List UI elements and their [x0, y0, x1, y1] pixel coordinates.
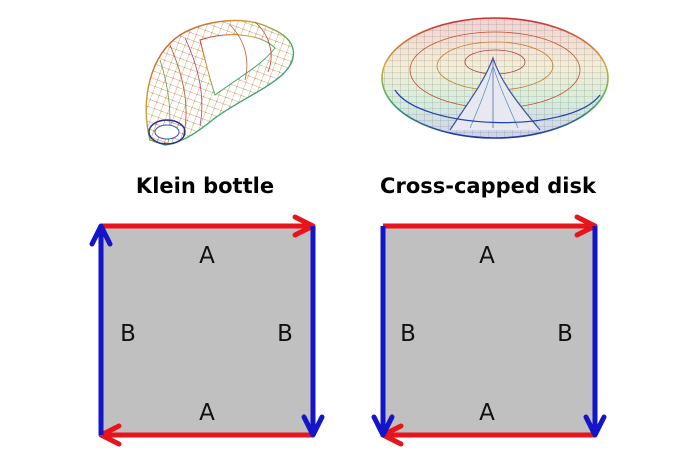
klein-bottle-wireframe-icon [145, 19, 295, 146]
figure-title-cross-capped-disk: Cross-capped disk [380, 174, 597, 198]
edge-label-left: B [120, 321, 136, 347]
edge-right [301, 226, 325, 438]
edge-label-top: A [479, 243, 495, 269]
edge-label-bottom: A [199, 400, 215, 426]
edge-label-top: A [199, 243, 215, 269]
edge-label-left: B [400, 321, 416, 347]
edge-arrowhead [371, 414, 395, 438]
cross-capped-disk-wireframe-icon [381, 17, 609, 139]
edge-arrowhead [301, 414, 325, 438]
square-fill [383, 226, 595, 435]
edge-left [89, 223, 113, 435]
cross-capped-disk-fundamental-square: A A B B [371, 214, 607, 447]
edge-arrowhead [89, 223, 113, 247]
square-fill [101, 226, 313, 435]
edge-label-right: B [557, 321, 573, 347]
klein-bottle-fundamental-square: A A B B [89, 214, 325, 447]
edge-left [371, 226, 395, 438]
edge-label-right: B [277, 321, 293, 347]
figure-title-klein-bottle: Klein bottle [136, 174, 274, 198]
edge-label-bottom: A [479, 400, 495, 426]
edge-right [583, 226, 607, 438]
edge-arrowhead [583, 414, 607, 438]
